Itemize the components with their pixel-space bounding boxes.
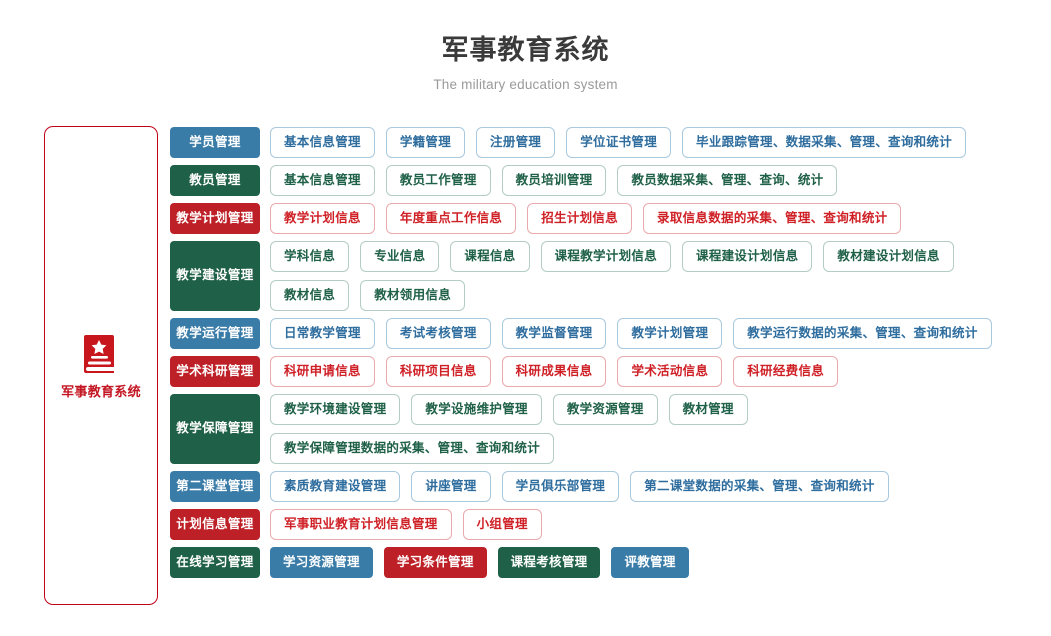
category-row: 在线学习管理学习资源管理学习条件管理课程考核管理评教管理 — [170, 547, 1040, 578]
module-item-button[interactable]: 课程建设计划信息 — [682, 241, 813, 272]
module-item-button[interactable]: 教学计划管理 — [617, 318, 723, 349]
module-item-button[interactable]: 学习条件管理 — [383, 547, 487, 578]
module-item-button[interactable]: 教学资源管理 — [552, 394, 658, 425]
category-row: 教学运行管理日常教学管理考试考核管理教学监督管理教学计划管理教学运行数据的采集、… — [170, 318, 1040, 349]
category-row: 计划信息管理军事职业教育计划信息管理小组管理 — [170, 509, 1040, 540]
module-item-button[interactable]: 课程信息 — [450, 241, 530, 272]
category-button[interactable]: 学员管理 — [170, 127, 260, 158]
category-row: 教学计划管理教学计划信息年度重点工作信息招生计划信息录取信息数据的采集、管理、查… — [170, 203, 1040, 234]
module-item-button[interactable]: 毕业跟踪管理、数据采集、管理、查询和统计 — [682, 127, 967, 158]
module-item-button[interactable]: 教材领用信息 — [360, 280, 466, 311]
category-item-list: 基本信息管理教员工作管理教员培训管理教员数据采集、管理、查询、统计 — [270, 165, 1040, 196]
category-button[interactable]: 计划信息管理 — [170, 509, 260, 540]
category-item-list: 日常教学管理考试考核管理教学监督管理教学计划管理教学运行数据的采集、管理、查询和… — [270, 318, 1040, 349]
category-row: 教学建设管理学科信息专业信息课程信息课程教学计划信息课程建设计划信息教材建设计划… — [170, 241, 1040, 311]
module-item-button[interactable]: 课程教学计划信息 — [540, 241, 672, 272]
category-button[interactable]: 教学运行管理 — [170, 318, 260, 349]
category-item-list: 学科信息专业信息课程信息课程教学计划信息课程建设计划信息教材建设计划信息教材信息… — [270, 241, 1040, 311]
module-item-button[interactable]: 学习资源管理 — [270, 547, 373, 578]
category-button[interactable]: 在线学习管理 — [170, 547, 260, 578]
category-rows: 学员管理基本信息管理学籍管理注册管理学位证书管理毕业跟踪管理、数据采集、管理、查… — [170, 126, 1040, 578]
module-item-button[interactable]: 注册管理 — [476, 127, 556, 158]
module-item-button[interactable]: 考试考核管理 — [385, 318, 491, 349]
category-row: 教员管理基本信息管理教员工作管理教员培训管理教员数据采集、管理、查询、统计 — [170, 165, 1040, 196]
module-item-button[interactable]: 教员培训管理 — [501, 165, 607, 196]
module-item-button[interactable]: 教学监督管理 — [501, 318, 607, 349]
module-item-button[interactable]: 日常教学管理 — [270, 318, 375, 349]
module-item-button[interactable]: 科研成果信息 — [501, 356, 607, 387]
category-button[interactable]: 教学建设管理 — [170, 241, 260, 311]
module-item-button[interactable]: 基本信息管理 — [270, 127, 375, 158]
page-header: 军事教育系统 The military education system — [0, 0, 1051, 92]
module-item-button[interactable]: 科研经费信息 — [733, 356, 839, 387]
system-map-board: 军事教育系统 学员管理基本信息管理学籍管理注册管理学位证书管理毕业跟踪管理、数据… — [0, 126, 1051, 605]
module-item-button[interactable]: 基本信息管理 — [270, 165, 375, 196]
sidebar-system-panel[interactable]: 军事教育系统 — [44, 126, 158, 605]
category-button[interactable]: 学术科研管理 — [170, 356, 260, 387]
module-item-button[interactable]: 学科信息 — [270, 241, 350, 272]
category-item-list: 科研申请信息科研项目信息科研成果信息学术活动信息科研经费信息 — [270, 356, 1040, 387]
module-item-button[interactable]: 年度重点工作信息 — [385, 203, 517, 234]
category-item-list: 素质教育建设管理讲座管理学员俱乐部管理第二课堂数据的采集、管理、查询和统计 — [270, 471, 1040, 502]
module-item-button[interactable]: 课程考核管理 — [497, 547, 601, 578]
module-item-button[interactable]: 教材建设计划信息 — [823, 241, 954, 272]
category-item-list: 基本信息管理学籍管理注册管理学位证书管理毕业跟踪管理、数据采集、管理、查询和统计 — [270, 127, 1040, 158]
page-title: 军事教育系统 — [441, 35, 610, 65]
page-subtitle: The military education system — [433, 76, 618, 92]
module-item-button[interactable]: 教员工作管理 — [385, 165, 491, 196]
module-item-button[interactable]: 教材信息 — [270, 280, 350, 311]
module-item-button[interactable]: 第二课堂数据的采集、管理、查询和统计 — [630, 471, 889, 502]
category-item-list: 学习资源管理学习条件管理课程考核管理评教管理 — [270, 547, 1040, 578]
module-item-button[interactable]: 评教管理 — [611, 547, 689, 578]
module-item-button[interactable]: 学术活动信息 — [617, 356, 723, 387]
module-item-button[interactable]: 教学计划信息 — [270, 203, 375, 234]
module-item-button[interactable]: 学籍管理 — [385, 127, 466, 158]
module-item-button[interactable]: 专业信息 — [360, 241, 440, 272]
category-button[interactable]: 教员管理 — [170, 165, 260, 196]
category-row: 教学保障管理教学环境建设管理教学设施维护管理教学资源管理教材管理教学保障管理数据… — [170, 394, 1040, 464]
module-item-button[interactable]: 教学保障管理数据的采集、管理、查询和统计 — [270, 433, 555, 464]
book-star-icon — [79, 332, 123, 376]
category-item-list: 教学计划信息年度重点工作信息招生计划信息录取信息数据的采集、管理、查询和统计 — [270, 203, 1040, 234]
module-item-button[interactable]: 军事职业教育计划信息管理 — [270, 509, 452, 540]
module-item-button[interactable]: 学员俱乐部管理 — [501, 471, 620, 502]
category-row: 学员管理基本信息管理学籍管理注册管理学位证书管理毕业跟踪管理、数据采集、管理、查… — [170, 127, 1040, 158]
module-item-button[interactable]: 科研申请信息 — [270, 356, 375, 387]
sidebar-system-label: 军事教育系统 — [61, 383, 141, 399]
module-item-button[interactable]: 素质教育建设管理 — [270, 471, 401, 502]
category-button[interactable]: 第二课堂管理 — [170, 471, 260, 502]
category-button[interactable]: 教学计划管理 — [170, 203, 260, 234]
module-item-button[interactable]: 教学环境建设管理 — [270, 394, 401, 425]
module-item-button[interactable]: 教学设施维护管理 — [411, 394, 542, 425]
category-item-list: 军事职业教育计划信息管理小组管理 — [270, 509, 1040, 540]
category-row: 第二课堂管理素质教育建设管理讲座管理学员俱乐部管理第二课堂数据的采集、管理、查询… — [170, 471, 1040, 502]
module-item-button[interactable]: 学位证书管理 — [566, 127, 672, 158]
category-button[interactable]: 教学保障管理 — [170, 394, 260, 464]
module-item-button[interactable]: 小组管理 — [462, 509, 542, 540]
module-item-button[interactable]: 讲座管理 — [411, 471, 491, 502]
category-item-list: 教学环境建设管理教学设施维护管理教学资源管理教材管理教学保障管理数据的采集、管理… — [270, 394, 1040, 464]
category-row: 学术科研管理科研申请信息科研项目信息科研成果信息学术活动信息科研经费信息 — [170, 356, 1040, 387]
module-item-button[interactable]: 教材管理 — [668, 394, 748, 425]
module-item-button[interactable]: 录取信息数据的采集、管理、查询和统计 — [643, 203, 902, 234]
module-item-button[interactable]: 招生计划信息 — [527, 203, 633, 234]
module-item-button[interactable]: 科研项目信息 — [385, 356, 491, 387]
module-item-button[interactable]: 教学运行数据的采集、管理、查询和统计 — [733, 318, 992, 349]
module-item-button[interactable]: 教员数据采集、管理、查询、统计 — [617, 165, 838, 196]
